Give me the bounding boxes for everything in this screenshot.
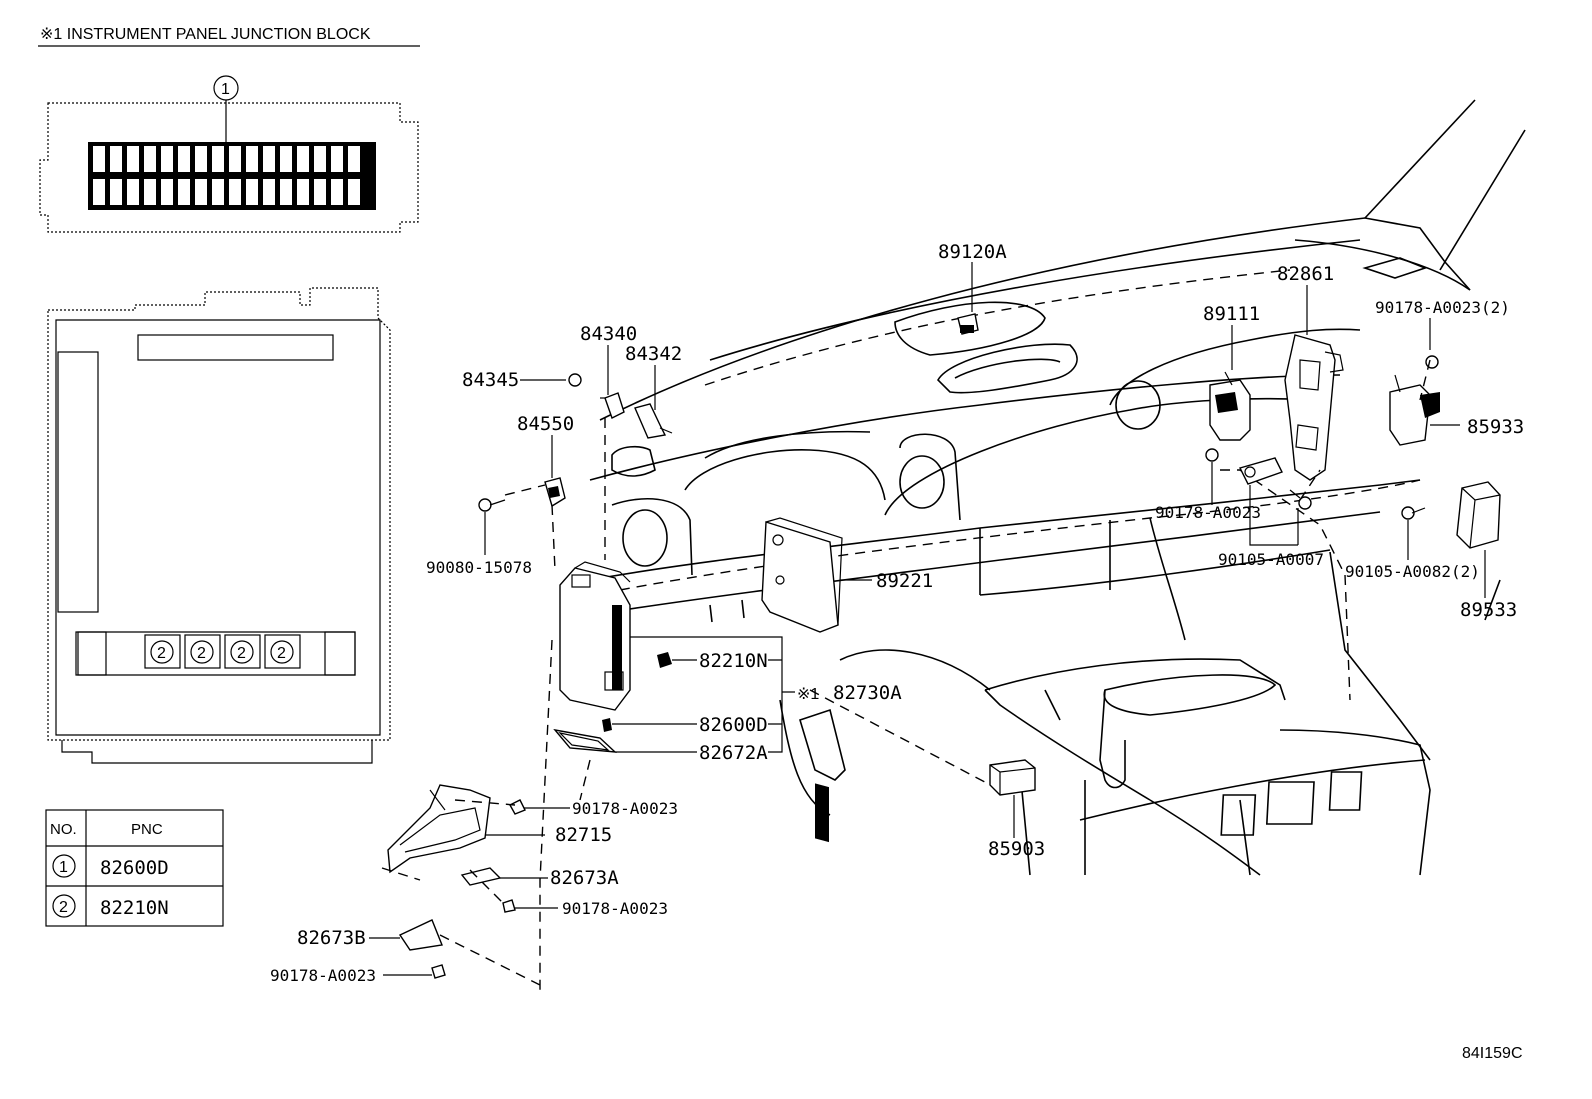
part-85903-module <box>989 759 1036 796</box>
part-84345-nut <box>568 373 582 387</box>
label-82673B: 82673B <box>297 927 366 949</box>
junction-block-side-view: 2 2 2 2 <box>47 287 391 764</box>
part-82673A-bracket <box>460 867 502 886</box>
label-82600D: 82600D <box>699 714 768 736</box>
part-85933-module <box>1389 374 1440 446</box>
part-82210N-fuse <box>657 652 672 668</box>
label-89221: 89221 <box>876 570 933 592</box>
label-90105-A0007: 90105-A0007 <box>1218 550 1324 569</box>
label-82730A: 82730A <box>833 682 902 704</box>
pnc-table: NO. PNC 1 82600D 2 82210N <box>45 809 224 927</box>
label-90178-A0023-2: 90178-A0023(2) <box>1375 298 1510 317</box>
table-row-no: 1 <box>59 859 68 876</box>
label-90080-15078: 90080-15078 <box>426 558 532 577</box>
label-90178-A0023-b: 90178-A0023 <box>562 899 668 918</box>
instrument-panel-outline <box>589 99 1526 876</box>
label-89120A: 89120A <box>938 241 1007 263</box>
label-85933: 85933 <box>1467 416 1524 438</box>
bolts <box>478 355 1439 520</box>
assembly-lines <box>381 359 1431 990</box>
label-89533: 89533 <box>1460 599 1517 621</box>
part-mid-bracket <box>1205 448 1283 485</box>
label-90178-A0023-c: 90178-A0023 <box>270 966 376 985</box>
part-82730A-junction-block <box>559 561 631 711</box>
fuse-callout-number: 2 <box>197 645 206 662</box>
part-84550-switch <box>544 477 566 508</box>
table-header-pnc: PNC <box>131 821 163 838</box>
fuse-callout-number: 2 <box>157 645 166 662</box>
part-82672A-cover <box>553 728 617 753</box>
leader-lines <box>369 262 1486 976</box>
diagram-title: ※1 INSTRUMENT PANEL JUNCTION BLOCK <box>40 26 371 43</box>
label-84345: 84345 <box>462 369 519 391</box>
part-89533-module <box>1456 481 1501 549</box>
connector-callout-number: 1 <box>221 81 230 98</box>
label-82730A-note: ※1 <box>797 686 819 703</box>
part-82861-bracket <box>1284 334 1344 481</box>
part-84340-switch <box>600 392 625 419</box>
label-82715: 82715 <box>555 824 612 846</box>
part-labels: 89120A 82861 89111 90178-A0023(2) 85933 … <box>270 241 1524 985</box>
label-90105-A0082-2: 90105-A0082(2) <box>1345 562 1480 581</box>
part-89221-ecu <box>761 517 843 843</box>
label-85903: 85903 <box>988 838 1045 860</box>
label-82672A: 82672A <box>699 742 768 764</box>
label-84550: 84550 <box>517 413 574 435</box>
table-row-pnc: 82210N <box>100 897 169 919</box>
label-89111: 89111 <box>1203 303 1260 325</box>
part-89120A-clip <box>957 313 979 335</box>
label-84340: 84340 <box>580 323 637 345</box>
part-82673B-bracket <box>398 919 443 951</box>
label-90178-A0023-mid: 90178-A0023 <box>1155 503 1261 522</box>
junction-block-connector-view: 1 <box>39 75 419 233</box>
label-82210N: 82210N <box>699 650 768 672</box>
part-82715-bracket <box>387 784 491 874</box>
table-row-pnc: 82600D <box>100 857 169 879</box>
label-82673A: 82673A <box>550 867 619 889</box>
nuts <box>431 799 526 979</box>
part-82600D-relay <box>602 718 612 732</box>
part-84342-switch <box>634 403 673 439</box>
part-89111-module <box>1209 371 1251 441</box>
label-82861: 82861 <box>1277 263 1334 285</box>
table-header-no: NO. <box>50 821 77 838</box>
label-90178-A0023-a: 90178-A0023 <box>572 799 678 818</box>
table-row-no: 2 <box>59 899 68 916</box>
label-84342: 84342 <box>625 343 682 365</box>
fuse-callout-number: 2 <box>277 645 286 662</box>
diagram-reference-code: 84I159C <box>1462 1045 1523 1062</box>
fuse-callout-number: 2 <box>237 645 246 662</box>
